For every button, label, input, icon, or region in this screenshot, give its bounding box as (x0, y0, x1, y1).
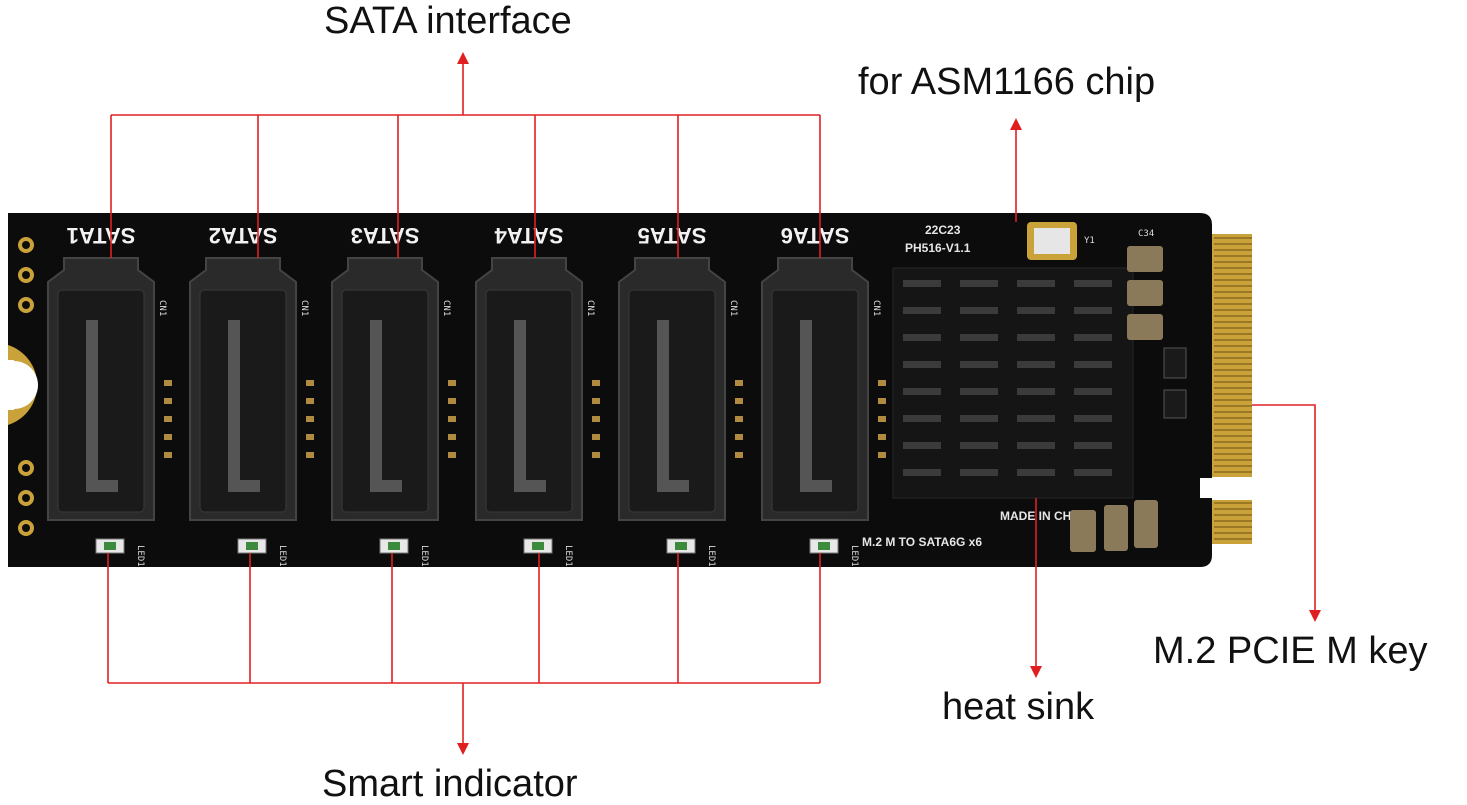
svg-text:CN1: CN1 (157, 300, 167, 316)
silkscreen-made: MADE IN CHINA (1000, 509, 1092, 523)
svg-text:Y1: Y1 (1084, 236, 1095, 246)
smd-components (735, 380, 743, 458)
smart-indicator-led-2: LED1 (237, 538, 287, 567)
smart-indicator-led-5: LED1 (666, 538, 716, 567)
smd-components (878, 380, 886, 458)
svg-text:C34: C34 (1138, 229, 1154, 239)
smart-indicator-label: Smart indicator (322, 763, 578, 805)
smd-components (448, 380, 456, 458)
heat-sink (892, 267, 1134, 499)
sata-slot-label: SATA3 (351, 223, 420, 248)
m2-gold-fingers (1200, 234, 1252, 544)
sata-interface-label: SATA interface (324, 0, 572, 42)
silkscreen-version: PH516-V1.1 (905, 241, 971, 255)
sata-slot-label: SATA2 (209, 223, 278, 248)
svg-text:LED1: LED1 (849, 545, 859, 567)
smd-components (164, 380, 172, 458)
smart-indicator-led-3: LED1 (379, 538, 429, 567)
svg-text:LED1: LED1 (277, 545, 287, 567)
svg-text:CN1: CN1 (728, 300, 738, 316)
leader-lines (107, 62, 1316, 745)
silkscreen-model: M.2 M TO SATA6G x6 (862, 535, 982, 549)
sata-slot-label: SATA1 (67, 223, 136, 248)
svg-text:LED1: LED1 (706, 545, 716, 567)
svg-text:CN1: CN1 (299, 300, 309, 316)
svg-text:CN1: CN1 (585, 300, 595, 316)
chip-label: for ASM1166 chip (858, 61, 1156, 103)
heat-sink-label: heat sink (942, 686, 1095, 728)
sata-slot-label: SATA6 (781, 223, 850, 248)
smart-indicator-led-6: LED1 (809, 538, 859, 567)
smart-indicator-led-1: LED1 (95, 538, 145, 567)
svg-text:LED1: LED1 (135, 545, 145, 567)
m-key-label: M.2 PCIE M key (1153, 630, 1428, 672)
smart-indicator-led-4: LED1 (523, 538, 573, 567)
sata-slot-label: SATA4 (494, 223, 564, 248)
sata-slot-label: SATA5 (638, 223, 707, 248)
svg-text:CN1: CN1 (871, 300, 881, 316)
svg-text:CN1: CN1 (441, 300, 451, 316)
asm1166-chip-area: Y1 C34 (1027, 222, 1154, 260)
smd-components (592, 380, 600, 458)
silkscreen-code: 22C23 (925, 223, 961, 237)
svg-text:LED1: LED1 (563, 545, 573, 567)
smd-components (306, 380, 314, 458)
svg-text:LED1: LED1 (419, 545, 429, 567)
arrow-heads (457, 52, 1321, 755)
capacitor-array (1070, 246, 1187, 552)
